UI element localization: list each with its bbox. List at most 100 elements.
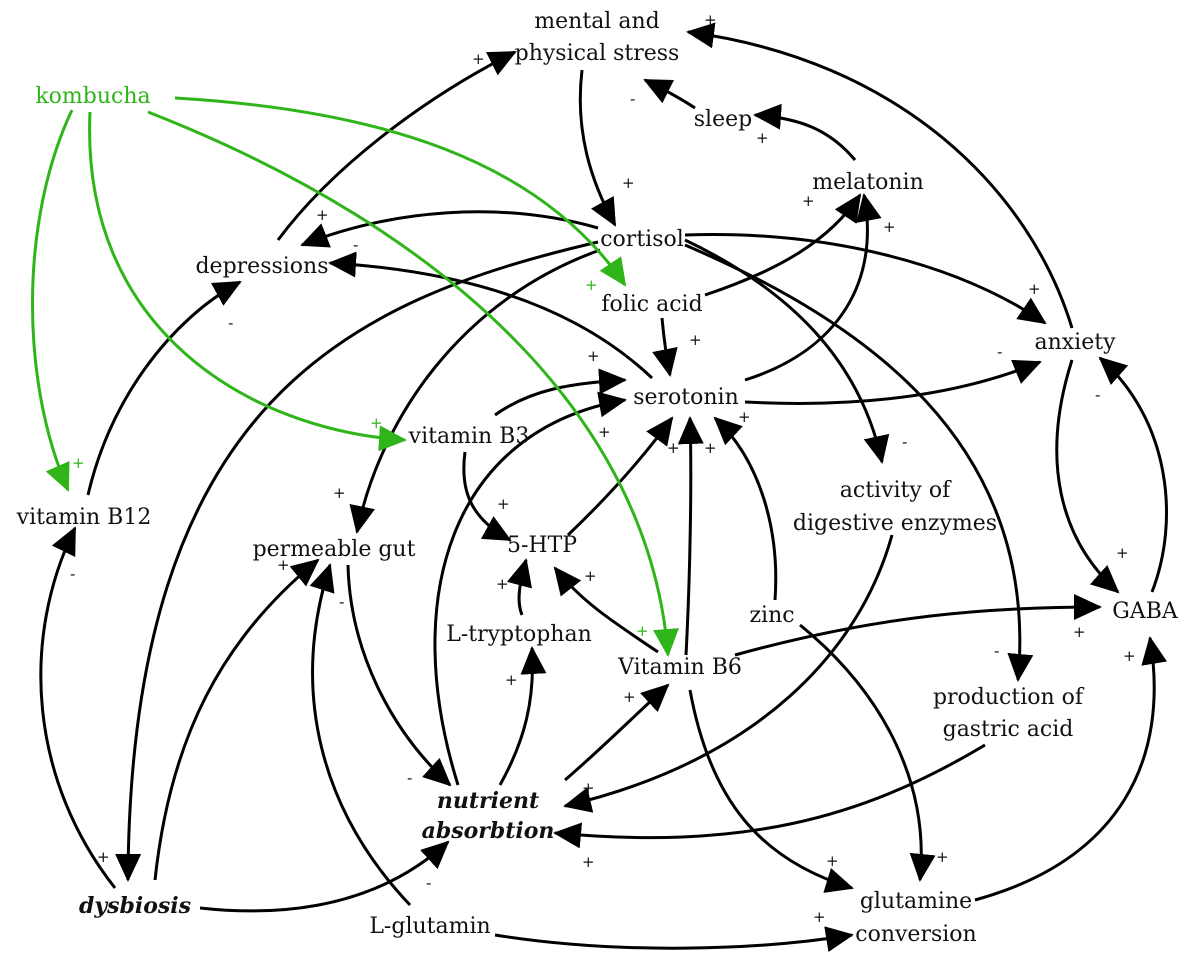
sign-plus: + bbox=[813, 908, 826, 926]
node-permeable-gut: permeable gut bbox=[253, 537, 416, 562]
node-l-glutamin: L-glutamin bbox=[369, 914, 490, 939]
edge-b12-depressions bbox=[86, 280, 242, 496]
node-gaba: GABA bbox=[1112, 599, 1179, 624]
edge-dysbiosis-b12 bbox=[39, 526, 117, 889]
node-vitamin-b3: vitamin B3 bbox=[408, 424, 530, 449]
sign-plus: + bbox=[72, 454, 85, 472]
sign-plus: + bbox=[97, 848, 110, 866]
sign-plus: + bbox=[370, 414, 383, 432]
sign-plus: + bbox=[1028, 280, 1041, 298]
edge-melatonin-sleep bbox=[753, 103, 857, 161]
edges bbox=[39, 22, 1168, 953]
node-zinc: zinc bbox=[749, 603, 794, 628]
edge-htp-serotonin bbox=[566, 416, 674, 537]
sign-plus: + bbox=[497, 495, 510, 513]
sign-plus: + bbox=[622, 174, 635, 192]
node-5-htp: 5-HTP bbox=[507, 533, 577, 558]
edge-depressions-stress bbox=[276, 50, 517, 241]
sign-plus: + bbox=[585, 276, 598, 294]
sign-plus: + bbox=[704, 439, 717, 457]
node-melatonin: melatonin bbox=[812, 170, 924, 195]
edge-digestive-nutrient bbox=[563, 534, 894, 813]
sign-plus: + bbox=[689, 331, 702, 349]
edge-permeable-nutrient bbox=[346, 564, 452, 787]
sign-plus: + bbox=[598, 423, 611, 441]
sign-plus: + bbox=[277, 556, 290, 574]
sign-minus: - bbox=[1095, 386, 1100, 404]
sign-plus: + bbox=[316, 206, 329, 224]
edge-zinc-glutamine bbox=[799, 623, 936, 882]
sign-minus: - bbox=[997, 343, 1002, 361]
edge-zinc-serotonin bbox=[713, 416, 778, 601]
sign-plus: + bbox=[623, 688, 636, 706]
signs: + + - + + + + + - + + - + - + - + + + - … bbox=[70, 11, 1136, 926]
edge-b6-htp bbox=[553, 566, 659, 654]
edge-b3-serotonin bbox=[494, 368, 627, 417]
node-l-tryptophan: L-tryptophan bbox=[446, 622, 592, 647]
sign-plus: + bbox=[584, 567, 597, 585]
sign-plus: + bbox=[1073, 623, 1086, 641]
edge-ltryptophan-htp bbox=[506, 558, 533, 616]
node-stress-line2: physical stress bbox=[515, 41, 680, 66]
edge-cortisol-permeable bbox=[349, 248, 601, 534]
sign-minus: - bbox=[407, 769, 412, 787]
edge-stress-cortisol bbox=[578, 69, 617, 227]
edge-kombucha-b3 bbox=[88, 111, 407, 452]
nodes: mental and physical stress sleep melaton… bbox=[16, 9, 1179, 947]
sign-plus: + bbox=[1123, 647, 1136, 665]
sign-minus: - bbox=[339, 593, 344, 611]
edge-cortisol-digestive bbox=[684, 238, 890, 464]
sign-plus: + bbox=[505, 671, 518, 689]
kombucha-edges bbox=[31, 96, 679, 657]
edge-anxiety-stress bbox=[686, 22, 1074, 329]
sign-minus: - bbox=[426, 874, 431, 892]
node-folic-acid: folic acid bbox=[601, 292, 702, 317]
node-stress-line1: mental and bbox=[534, 9, 659, 34]
node-digestive-line2: digestive enzymes bbox=[793, 511, 997, 536]
sign-plus: + bbox=[582, 853, 595, 871]
node-glutamine-line2: conversion bbox=[855, 922, 976, 947]
sign-plus: + bbox=[802, 192, 815, 210]
node-gastric-line2: gastric acid bbox=[943, 717, 1074, 742]
edge-dysbiosis-nutrient bbox=[199, 840, 450, 913]
edge-gaba-anxiety bbox=[1098, 356, 1168, 593]
edge-glutamine-gaba bbox=[974, 636, 1168, 902]
edge-lglutamin-glutamine bbox=[494, 926, 854, 953]
sign-plus: + bbox=[472, 50, 485, 68]
edge-anxiety-gaba bbox=[1055, 359, 1120, 594]
sign-minus: - bbox=[353, 236, 358, 254]
sign-plus: + bbox=[667, 439, 680, 457]
edge-sleep-stress bbox=[643, 78, 696, 110]
sign-minus: - bbox=[630, 90, 635, 108]
node-kombucha: kombucha bbox=[35, 84, 150, 109]
sign-plus: + bbox=[496, 575, 509, 593]
edge-kombucha-b6 bbox=[147, 110, 679, 657]
sign-plus: + bbox=[1116, 544, 1129, 562]
edge-cortisol-gastric bbox=[684, 243, 1034, 682]
edge-serotonin-melatonin bbox=[744, 193, 882, 382]
edge-folic-melatonin bbox=[704, 193, 862, 297]
node-nutrient-line1: nutrient bbox=[437, 788, 539, 814]
node-vitamin-b6: Vitamin B6 bbox=[617, 655, 742, 680]
sign-minus: - bbox=[902, 433, 907, 451]
sign-plus: + bbox=[636, 622, 649, 640]
node-gastric-line1: production of bbox=[933, 685, 1085, 710]
node-cortisol: cortisol bbox=[600, 227, 684, 252]
node-serotonin: serotonin bbox=[633, 385, 739, 410]
sign-plus: + bbox=[704, 11, 717, 29]
node-glutamine-line1: glutamine bbox=[860, 889, 972, 914]
edge-folic-serotonin bbox=[652, 317, 678, 377]
edge-dysbiosis-permeable bbox=[153, 558, 320, 881]
edge-serotonin-depressions bbox=[328, 251, 654, 380]
edge-nutrient-serotonin bbox=[433, 391, 627, 786]
node-nutrient-line2: absorbtion bbox=[422, 818, 555, 844]
edge-kombucha-folic bbox=[174, 96, 627, 287]
edge-lglutamin-permeable bbox=[309, 563, 412, 907]
sign-plus: + bbox=[883, 218, 896, 236]
sign-minus: - bbox=[70, 565, 75, 583]
sign-plus: + bbox=[738, 408, 751, 426]
edge-cortisol-anxiety bbox=[684, 233, 1047, 325]
sign-plus: + bbox=[826, 852, 839, 870]
sign-plus: + bbox=[587, 347, 600, 365]
sign-plus: + bbox=[333, 484, 346, 502]
